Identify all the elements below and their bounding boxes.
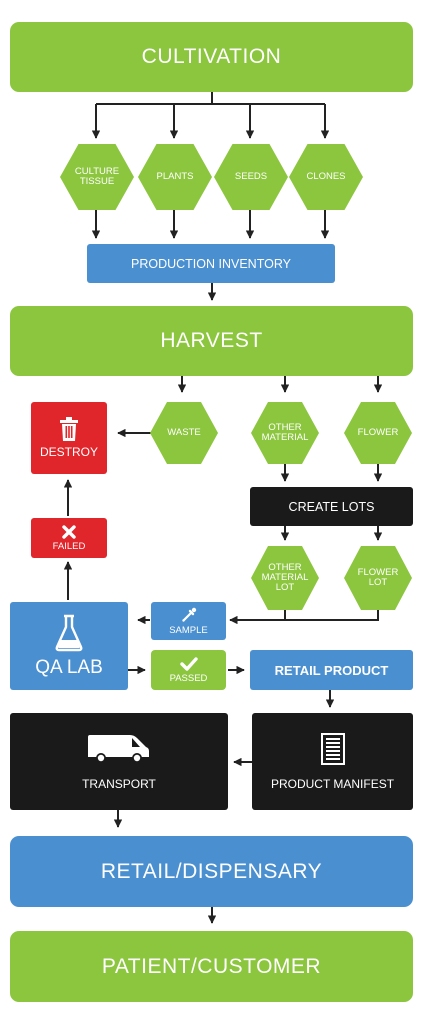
flower-hex: FLOWER [344, 402, 412, 464]
qa-lab-box: QA LAB [10, 602, 128, 690]
other-material-label: OTHER MATERIAL [261, 422, 309, 443]
failed-box: FAILED [31, 518, 107, 558]
harvest-label: HARVEST [160, 329, 263, 352]
waste-label: WASTE [167, 427, 201, 438]
production-inventory-label: PRODUCTION INVENTORY [131, 256, 291, 271]
waste-hex: WASTE [150, 402, 218, 464]
destroy-box: DESTROY [31, 402, 107, 474]
other-material-hex: OTHER MATERIAL [251, 402, 319, 464]
other-material-lot-label: OTHER MATERIAL LOT [261, 562, 309, 593]
retail-product-label: RETAIL PRODUCT [274, 662, 389, 678]
harvest-box: HARVEST [10, 306, 413, 376]
product-manifest-box: PRODUCT MANIFEST [252, 713, 413, 810]
document-icon [320, 732, 345, 765]
culture-tissue-hex: CULTURE TISSUE [60, 144, 134, 210]
other-material-lot-hex: OTHER MATERIAL LOT [251, 546, 319, 610]
failed-label: FAILED [52, 540, 86, 552]
seeds-label: SEEDS [234, 171, 268, 182]
sample-box: SAMPLE [151, 602, 226, 640]
flower-label: FLOWER [357, 427, 399, 438]
cultivation-label: CULTIVATION [141, 45, 282, 68]
trash-icon [60, 417, 78, 441]
x-icon [62, 524, 76, 539]
passed-box: PASSED [151, 650, 226, 690]
cultivation-box: CULTIVATION [10, 22, 413, 92]
flask-icon [55, 614, 83, 651]
flower-lot-label: FLOWER LOT [357, 567, 399, 588]
create-lots-label: CREATE LOTS [288, 499, 375, 514]
passed-label: PASSED [169, 672, 208, 684]
create-lots-box: CREATE LOTS [250, 487, 413, 526]
retail-product-box: RETAIL PRODUCT [250, 650, 413, 690]
retail-dispensary-box: RETAIL/DISPENSARY [10, 836, 413, 907]
sample-label: SAMPLE [169, 624, 208, 636]
clones-label: CLONES [306, 171, 346, 182]
destroy-label: DESTROY [39, 445, 98, 459]
transport-box: TRANSPORT [10, 713, 228, 810]
transport-label: TRANSPORT [82, 776, 156, 791]
pipette-icon [181, 607, 196, 622]
patient-customer-label: PATIENT/CUSTOMER [101, 954, 322, 978]
retail-dispensary-label: RETAIL/DISPENSARY [100, 859, 323, 883]
product-manifest-label: PRODUCT MANIFEST [270, 776, 395, 791]
flower-lot-hex: FLOWER LOT [344, 546, 412, 610]
qa-lab-label: QA LAB [35, 656, 103, 678]
patient-customer-box: PATIENT/CUSTOMER [10, 931, 413, 1002]
van-icon [88, 734, 149, 763]
checkmark-icon [179, 656, 198, 671]
plants-label: PLANTS [156, 171, 194, 182]
culture-tissue-label: CULTURE TISSUE [74, 166, 120, 187]
production-inventory-box: PRODUCTION INVENTORY [87, 244, 335, 283]
clones-hex: CLONES [289, 144, 363, 210]
